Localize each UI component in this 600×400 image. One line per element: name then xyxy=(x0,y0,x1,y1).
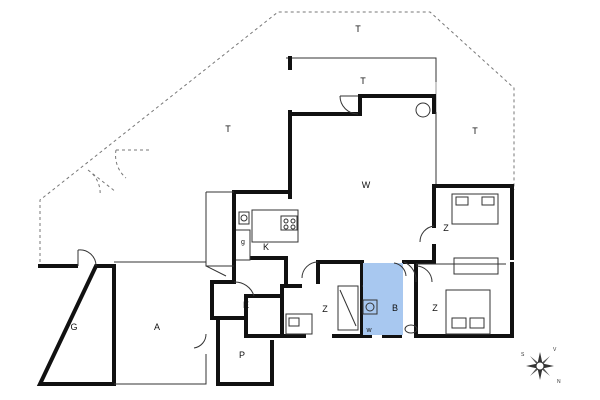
label-bedroom-mid: Z xyxy=(322,304,328,314)
round-table-icon xyxy=(415,102,431,118)
storage-door-swing xyxy=(193,333,207,349)
terrace-door-swing xyxy=(87,149,150,197)
bathroom-door-swing xyxy=(393,262,407,277)
bed-mid xyxy=(285,313,313,335)
label-terrace-top: T xyxy=(355,24,361,34)
label-kitchen: K xyxy=(263,242,269,252)
bed-right xyxy=(445,289,491,335)
label-terrace-right: T xyxy=(472,126,478,136)
compass-n: N xyxy=(557,379,561,385)
compass-s: S xyxy=(521,352,525,358)
label-garage: G xyxy=(70,322,77,332)
label-fridge: g xyxy=(241,239,245,246)
label-living: W xyxy=(362,180,371,190)
label-bathroom: B xyxy=(392,303,398,313)
label-washer: w xyxy=(365,327,372,334)
toilet-icon xyxy=(404,324,418,334)
label-carport: A xyxy=(154,322,160,332)
upper-terrace xyxy=(286,56,437,199)
label-terrace-left: T xyxy=(225,124,231,134)
label-terrace-inner: T xyxy=(360,76,366,86)
label-bedroom-right: Z xyxy=(432,303,438,313)
garage xyxy=(36,249,116,386)
compass-rose: S V N xyxy=(521,347,561,385)
carport-outline xyxy=(114,261,227,385)
label-storage: P xyxy=(239,350,245,360)
compass-v: V xyxy=(553,347,557,353)
stove-icon xyxy=(280,215,298,231)
washer-drum-icon xyxy=(365,302,375,312)
kitchen-fixtures xyxy=(236,209,299,261)
label-entry: E xyxy=(243,300,249,310)
sink-icon xyxy=(238,211,250,225)
label-bedroom-top: Z xyxy=(443,223,449,233)
bathroom-floor xyxy=(363,263,403,335)
bed-top xyxy=(451,193,499,275)
washer-icon xyxy=(362,299,378,315)
